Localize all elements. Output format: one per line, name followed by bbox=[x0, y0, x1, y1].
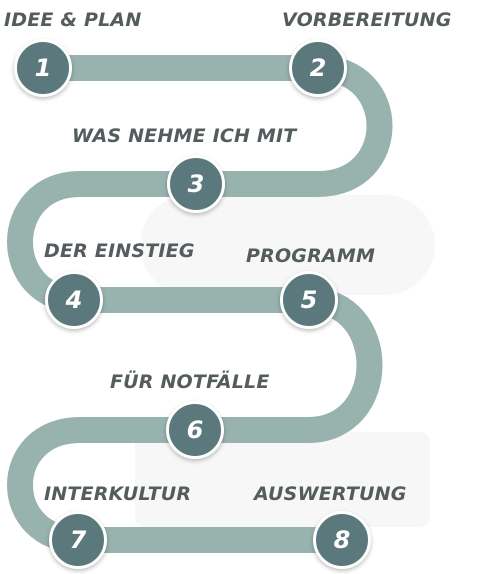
step-circle-5: 5 bbox=[280, 271, 338, 329]
step-label-4: DER EINSTIEG bbox=[44, 240, 195, 262]
step-label-5: PROGRAMM bbox=[246, 245, 376, 267]
step-number-1: 1 bbox=[34, 54, 52, 82]
step-label-3: WAS NEHME ICH MIT bbox=[72, 125, 297, 147]
step-label-8: AUSWERTUNG bbox=[254, 483, 407, 505]
step-circle-8: 8 bbox=[313, 511, 371, 569]
step-circle-1: 1 bbox=[14, 39, 72, 97]
step-label-6: FÜR NOTFÄLLE bbox=[110, 371, 270, 393]
step-number-7: 7 bbox=[69, 526, 87, 554]
step-number-5: 5 bbox=[300, 286, 318, 314]
step-label-1: IDEE & PLAN bbox=[4, 9, 142, 31]
step-circle-3: 3 bbox=[167, 155, 225, 213]
step-circle-4: 4 bbox=[45, 271, 103, 329]
step-circle-7: 7 bbox=[49, 511, 107, 569]
step-number-3: 3 bbox=[187, 170, 205, 198]
step-number-2: 2 bbox=[309, 54, 327, 82]
step-number-4: 4 bbox=[65, 286, 83, 314]
step-label-7: INTERKULTUR bbox=[44, 483, 192, 505]
step-circle-6: 6 bbox=[166, 401, 224, 459]
step-circle-2: 2 bbox=[289, 39, 347, 97]
step-number-8: 8 bbox=[333, 526, 351, 554]
step-label-2: VORBEREITUNG bbox=[282, 9, 452, 31]
step-number-6: 6 bbox=[186, 416, 204, 444]
